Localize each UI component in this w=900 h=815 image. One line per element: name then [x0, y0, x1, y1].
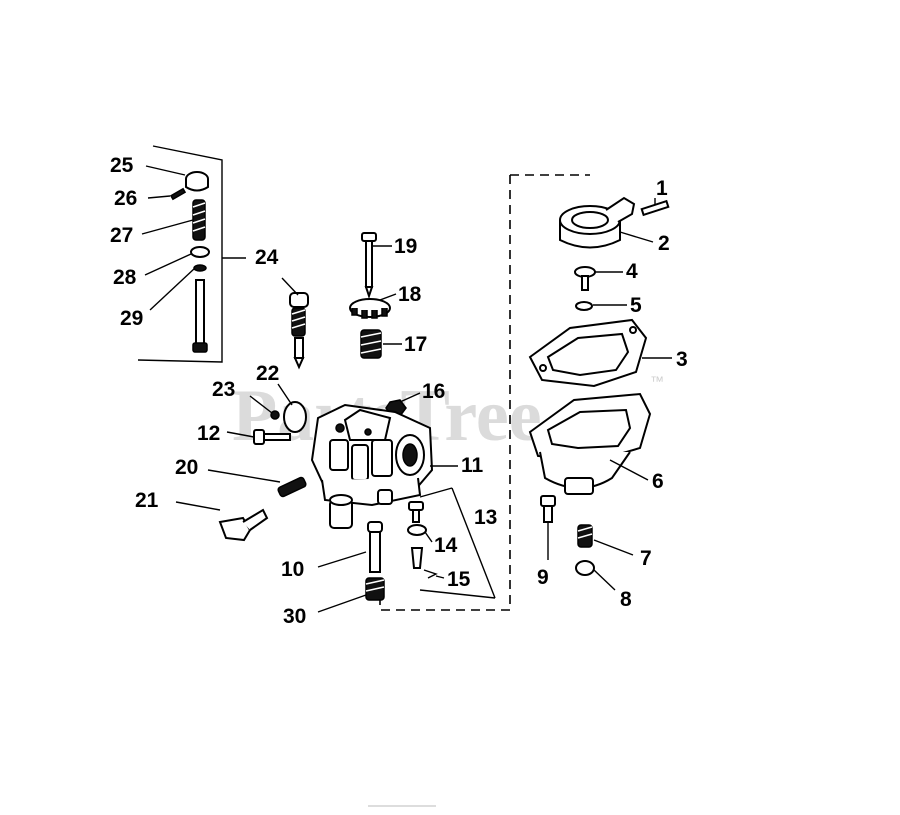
- callout-22: 22: [256, 362, 279, 385]
- callout-7: 7: [640, 547, 652, 570]
- part-14-needle: [410, 547, 424, 569]
- callout-9: 9: [537, 566, 549, 589]
- part-6-float-bowl: [528, 392, 652, 495]
- callout-2: 2: [658, 232, 670, 255]
- callout-20: 20: [175, 456, 198, 479]
- callout-21: 21: [135, 489, 159, 512]
- callout-5: 5: [630, 294, 642, 317]
- part-11-carburetor-body: [310, 403, 434, 529]
- part-30-spring: [365, 577, 385, 601]
- part-5-washer: [575, 301, 593, 311]
- part-19-screw: [361, 232, 377, 300]
- leader-lines: [141, 165, 672, 613]
- part-8-cap: [575, 560, 595, 576]
- callout-24: 24: [255, 246, 279, 269]
- callout-14: 14: [434, 534, 458, 557]
- part-28-washer: [190, 246, 210, 258]
- part-7-spring: [577, 524, 593, 548]
- callout-18: 18: [398, 283, 422, 306]
- part-3-gasket: [528, 318, 648, 388]
- callout-4: 4: [626, 260, 638, 283]
- part-29-oring: [193, 264, 207, 272]
- callout-27: 27: [110, 224, 133, 247]
- callout-30: 30: [283, 605, 306, 628]
- part-21-choke-lever: [218, 508, 269, 542]
- part-15-clip: [423, 569, 438, 579]
- callout-labels: 1 2 3 4 5 6 7 8 9 10 11 12 13 14 15 16 1…: [110, 154, 688, 628]
- part-4-float-needle: [574, 266, 596, 291]
- callout-3: 3: [676, 348, 688, 371]
- part-14-washer: [407, 524, 427, 536]
- part-22-gasket: [283, 401, 307, 433]
- part-10-emulsion-tube: [367, 521, 383, 573]
- callout-8: 8: [620, 588, 632, 611]
- part-13-screw: [408, 501, 424, 523]
- part-18-throttle-disc: [349, 298, 391, 319]
- callout-29: 29: [120, 307, 143, 330]
- part-27-spring: [192, 199, 206, 241]
- callout-13: 13: [474, 506, 497, 529]
- part-1-pin: [640, 199, 670, 217]
- callout-19: 19: [394, 235, 417, 258]
- part-26-pin: [169, 187, 187, 201]
- callout-10: 10: [281, 558, 304, 581]
- callout-12: 12: [197, 422, 220, 445]
- left-group-bracket: [137, 145, 246, 363]
- callout-23: 23: [212, 378, 235, 401]
- callout-16: 16: [422, 380, 445, 403]
- callout-26: 26: [114, 187, 137, 210]
- part-25-cap: [185, 171, 209, 192]
- part-20-spring: [277, 476, 307, 498]
- callout-28: 28: [113, 266, 137, 289]
- callout-15: 15: [447, 568, 471, 591]
- part-29-shaft: [192, 279, 208, 353]
- callout-6: 6: [652, 470, 664, 493]
- right-group-outline: [379, 174, 590, 611]
- callout-17: 17: [404, 333, 427, 356]
- part-23-pin: [270, 410, 280, 420]
- watermark-trademark: ™: [650, 373, 664, 389]
- part-9-bolt: [540, 495, 556, 523]
- callout-1: 1: [656, 177, 668, 200]
- callout-11: 11: [461, 454, 484, 477]
- part-17-spring: [360, 329, 382, 359]
- callout-25: 25: [110, 154, 134, 177]
- part-2-float: [559, 196, 636, 249]
- part-24-needle-valve: [289, 292, 309, 370]
